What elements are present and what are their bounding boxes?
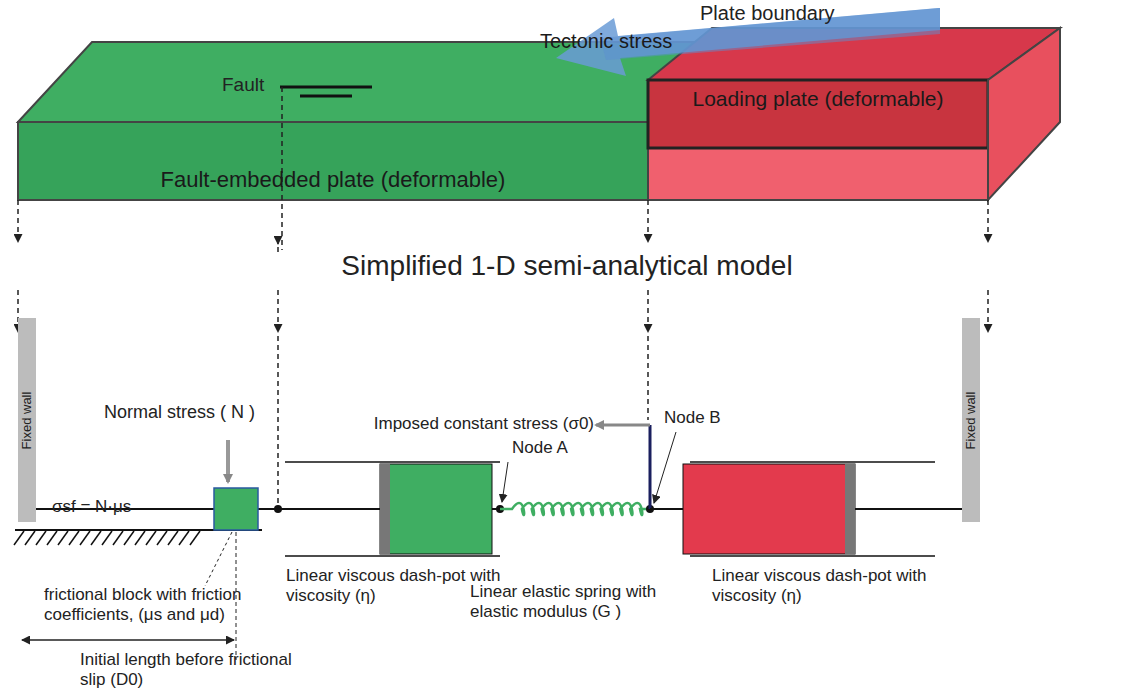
ground-hatch: [179, 531, 189, 545]
diagram-title: Simplified 1-D semi-analytical model: [0, 250, 1134, 282]
wall-name: Fixed wall: [964, 391, 979, 449]
ground-hatch: [168, 531, 178, 545]
ground-hatch: [91, 531, 101, 545]
ground-hatch: [80, 531, 90, 545]
plate-name: Loading plate (deformable): [693, 87, 944, 111]
component-label: Linear elastic spring with elastic modul…: [470, 582, 680, 621]
fixed-wall: Fixed wall: [18, 318, 36, 522]
ground-hatch: [146, 531, 156, 545]
ground-hatch: [69, 531, 79, 545]
plate-label-area: Fault-embedded plate (deformable): [18, 160, 648, 200]
dimension-label: Initial length before frictional slip (D…: [80, 650, 310, 689]
plate-name: Fault-embedded plate (deformable): [161, 167, 506, 193]
ground-hatch: [102, 531, 112, 545]
annotation-text: Normal stress ( N ): [104, 402, 304, 423]
formula-text: σsf = N·μs: [52, 497, 212, 517]
node-label: Node B: [664, 408, 754, 428]
plate-label-area: Loading plate (deformable): [648, 82, 988, 116]
ground-hatch: [25, 531, 35, 545]
component-label: Linear viscous dash-pot with viscosity (…: [712, 566, 927, 605]
component-label: Linear viscous dash-pot with viscosity (…: [286, 566, 501, 605]
ground-hatch: [157, 531, 167, 545]
spring-coil: [500, 503, 650, 515]
annotation-text: Tectonic stress: [540, 30, 720, 53]
fixed-wall: Fixed wall: [962, 318, 980, 522]
ground-hatch: [14, 531, 24, 545]
ground-hatch: [47, 531, 57, 545]
node-label: Node A: [512, 438, 602, 458]
ground-hatch: [36, 531, 46, 545]
ground-hatch: [113, 531, 123, 545]
annotation-text: Imposed constant stress (σ0): [338, 414, 594, 434]
wall-name: Fixed wall: [20, 391, 35, 449]
ground-hatch: [124, 531, 134, 545]
annotation-text: Fault: [222, 74, 282, 96]
ground-hatch: [135, 531, 145, 545]
ground-hatch: [58, 531, 68, 545]
annotation-text: frictional block with friction coefficie…: [44, 585, 244, 624]
ground-hatch: [190, 531, 200, 545]
annotation-text: Plate boundary: [700, 2, 900, 25]
